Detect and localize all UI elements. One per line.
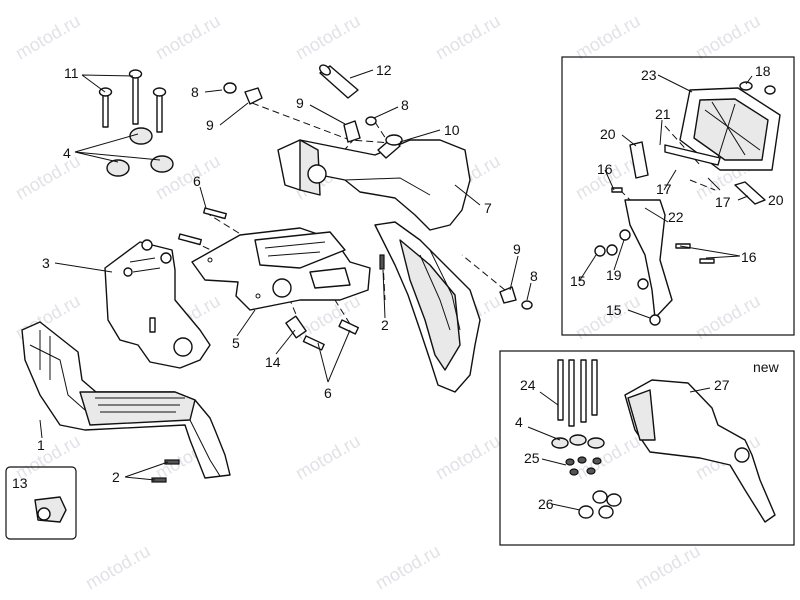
part-11-bolts (98, 69, 167, 133)
callout-9: 9 (296, 95, 304, 111)
watermark-text: motod.ru (82, 541, 154, 594)
callout-25: 25 (524, 450, 540, 466)
part-1-lower-bracket (21, 321, 231, 479)
watermark-text: motod.ru (292, 11, 364, 64)
watermark-text: motod.ru (12, 151, 84, 204)
new-kit-inset-frame (499, 350, 795, 546)
watermark-text: motod.ru (432, 11, 504, 64)
leader-lines (39, 69, 753, 511)
callout-17: 17 (656, 181, 672, 197)
callout-11: 11 (64, 65, 79, 81)
part-8-9-hardware (223, 82, 533, 310)
callout-16: 16 (597, 161, 613, 177)
callout-17: 17 (715, 194, 731, 210)
callout-6: 6 (324, 385, 332, 401)
watermark-text: motod.ru (292, 431, 364, 484)
callout-10: 10 (444, 122, 460, 138)
license-plate-holder (594, 81, 781, 326)
callout-labels: 11 4 8 9 12 9 8 10 6 7 3 9 8 2 5 14 6 1 … (12, 62, 784, 512)
new-label: new (753, 359, 780, 375)
license-plate-inset-frame (561, 56, 795, 336)
callout-7: 7 (484, 200, 492, 216)
watermark-text: motod.ru (692, 11, 764, 64)
part-7-main-support (277, 139, 471, 231)
watermark-text: motod.ru (432, 431, 504, 484)
callout-4: 4 (63, 145, 71, 161)
callout-8: 8 (401, 97, 409, 113)
callout-24: 24 (520, 377, 536, 393)
callout-13: 13 (12, 475, 28, 491)
part-4-grommets (106, 127, 174, 177)
callout-8: 8 (530, 268, 538, 284)
watermark-text: motod.ru (152, 11, 224, 64)
callout-12: 12 (376, 62, 392, 78)
callout-19: 19 (606, 267, 622, 283)
callout-15: 15 (606, 302, 622, 318)
callout-5: 5 (232, 335, 240, 351)
callout-2: 2 (112, 469, 120, 485)
callout-21: 21 (655, 106, 671, 122)
callout-3: 3 (42, 255, 50, 271)
callout-20: 20 (600, 126, 616, 142)
callout-27: 27 (714, 377, 730, 393)
callout-8: 8 (191, 84, 199, 100)
callout-16: 16 (741, 249, 757, 265)
watermark-text: motod.ru (12, 11, 84, 64)
callout-15: 15 (570, 273, 586, 289)
callout-9: 9 (206, 117, 214, 133)
part-5-side-plate (191, 227, 371, 311)
clip-inset-frame (5, 466, 77, 540)
callout-22: 22 (668, 209, 684, 225)
watermark-text: motod.ru (632, 541, 704, 594)
watermark-text: motod.ru (572, 11, 644, 64)
callout-6: 6 (193, 173, 201, 189)
callout-1: 1 (37, 437, 45, 453)
callout-26: 26 (538, 496, 554, 512)
callout-9: 9 (513, 241, 521, 257)
part-7-lower-arm (374, 221, 481, 393)
callout-23: 23 (641, 67, 657, 83)
callout-14: 14 (265, 354, 281, 370)
part-12-spacer (319, 64, 359, 99)
part-3-mounting-plate (104, 239, 211, 369)
new-kit-parts (551, 359, 776, 523)
part-14-spacer (285, 315, 307, 339)
callout-2: 2 (381, 317, 389, 333)
callout-18: 18 (755, 63, 771, 79)
callout-20: 20 (768, 192, 784, 208)
part-10-bolt (377, 134, 403, 159)
part-13-clip (34, 496, 67, 523)
callout-4: 4 (515, 414, 523, 430)
watermark-text: motod.ru (372, 541, 444, 594)
